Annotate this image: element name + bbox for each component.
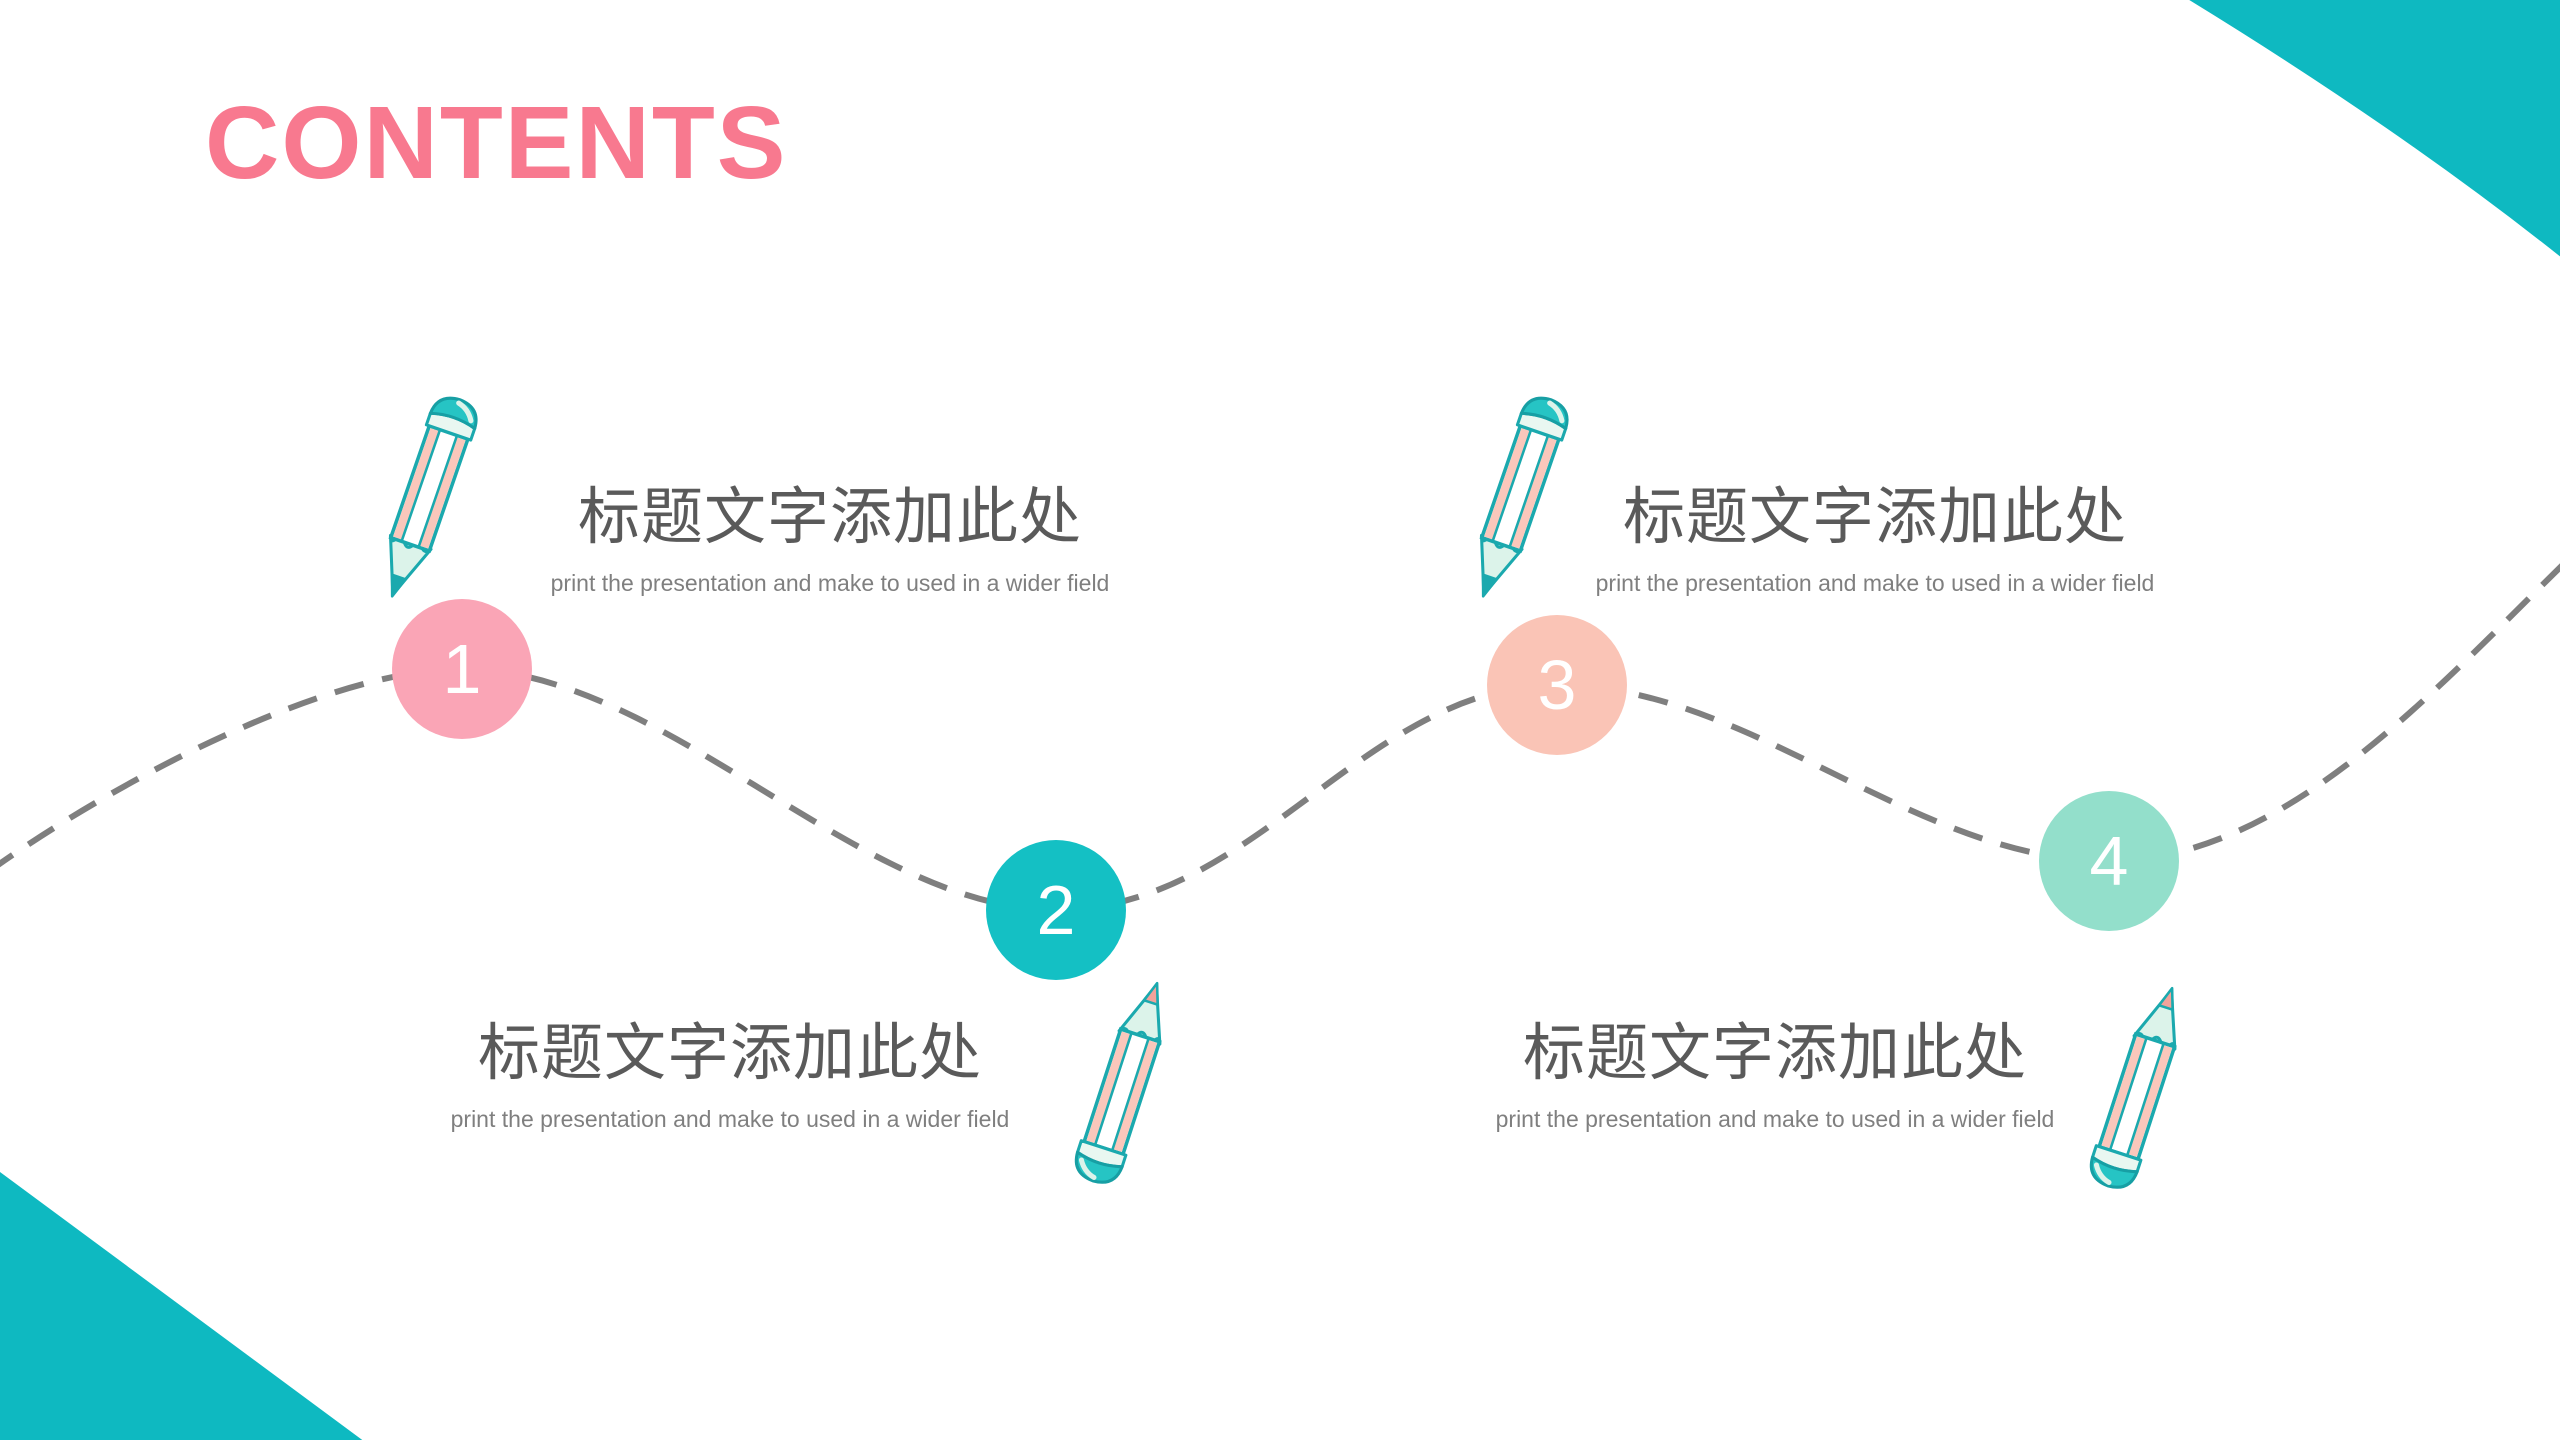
corner-triangle-bottom-left: [0, 1172, 363, 1440]
section-2: 标题文字添加此处 print the presentation and make…: [420, 1002, 1040, 1133]
section-1: 标题文字添加此处 print the presentation and make…: [520, 466, 1140, 597]
section-3-number-badge: 3: [1487, 615, 1627, 755]
section-1-title: 标题文字添加此处: [577, 484, 1082, 552]
corner-triangle-top-right: [2189, 0, 2560, 257]
section-2-title: 标题文字添加此处: [477, 1020, 982, 1088]
section-4-subtitle: print the presentation and make to used …: [1495, 1106, 2055, 1132]
section-1-number-badge: 1: [392, 599, 532, 739]
section-2-subtitle: print the presentation and make to used …: [450, 1106, 1010, 1132]
section-1-subtitle: print the presentation and make to used …: [550, 570, 1110, 596]
section-3-subtitle: print the presentation and make to used …: [1595, 570, 2155, 596]
section-2-number-badge: 2: [986, 840, 1126, 980]
section-4-number-badge: 4: [2039, 791, 2179, 931]
section-4-title: 标题文字添加此处: [1522, 1020, 2027, 1088]
section-3-title: 标题文字添加此处: [1622, 484, 2127, 552]
page-title: CONTENTS: [205, 85, 788, 200]
section-3: 标题文字添加此处 print the presentation and make…: [1565, 466, 2185, 597]
section-4: 标题文字添加此处 print the presentation and make…: [1465, 1002, 2085, 1133]
